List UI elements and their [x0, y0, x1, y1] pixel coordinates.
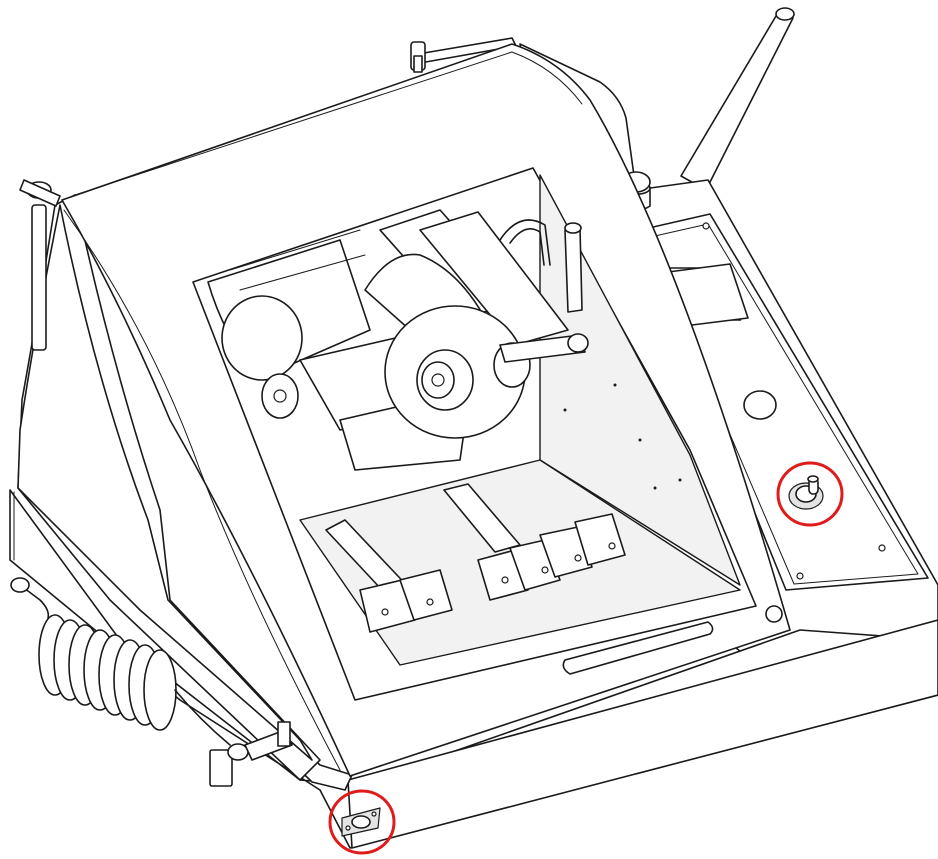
vise-blocks: [359, 513, 626, 633]
support-bar: [499, 222, 589, 363]
indicator-lamp-icon: [743, 390, 777, 420]
hose-fittings: [10, 577, 293, 787]
interior-hose: [499, 219, 551, 266]
hood-corner-screw-icon: [765, 605, 783, 623]
highlight-markers: [328, 461, 844, 855]
base-front-connector-highlight: [328, 789, 396, 855]
base-connector-icon: [341, 807, 381, 837]
control-panel-knob-highlight: [776, 461, 844, 527]
rear-lever-arm: [680, 7, 795, 191]
control-panel: [639, 213, 929, 591]
gas-spring-left: [19, 179, 61, 351]
coiled-hose-icon: [19, 584, 231, 746]
hood-handle: [562, 621, 714, 675]
rear-top-strut: [410, 37, 517, 73]
motor-icon: [207, 229, 371, 419]
joystick-knob-icon: [788, 475, 824, 510]
